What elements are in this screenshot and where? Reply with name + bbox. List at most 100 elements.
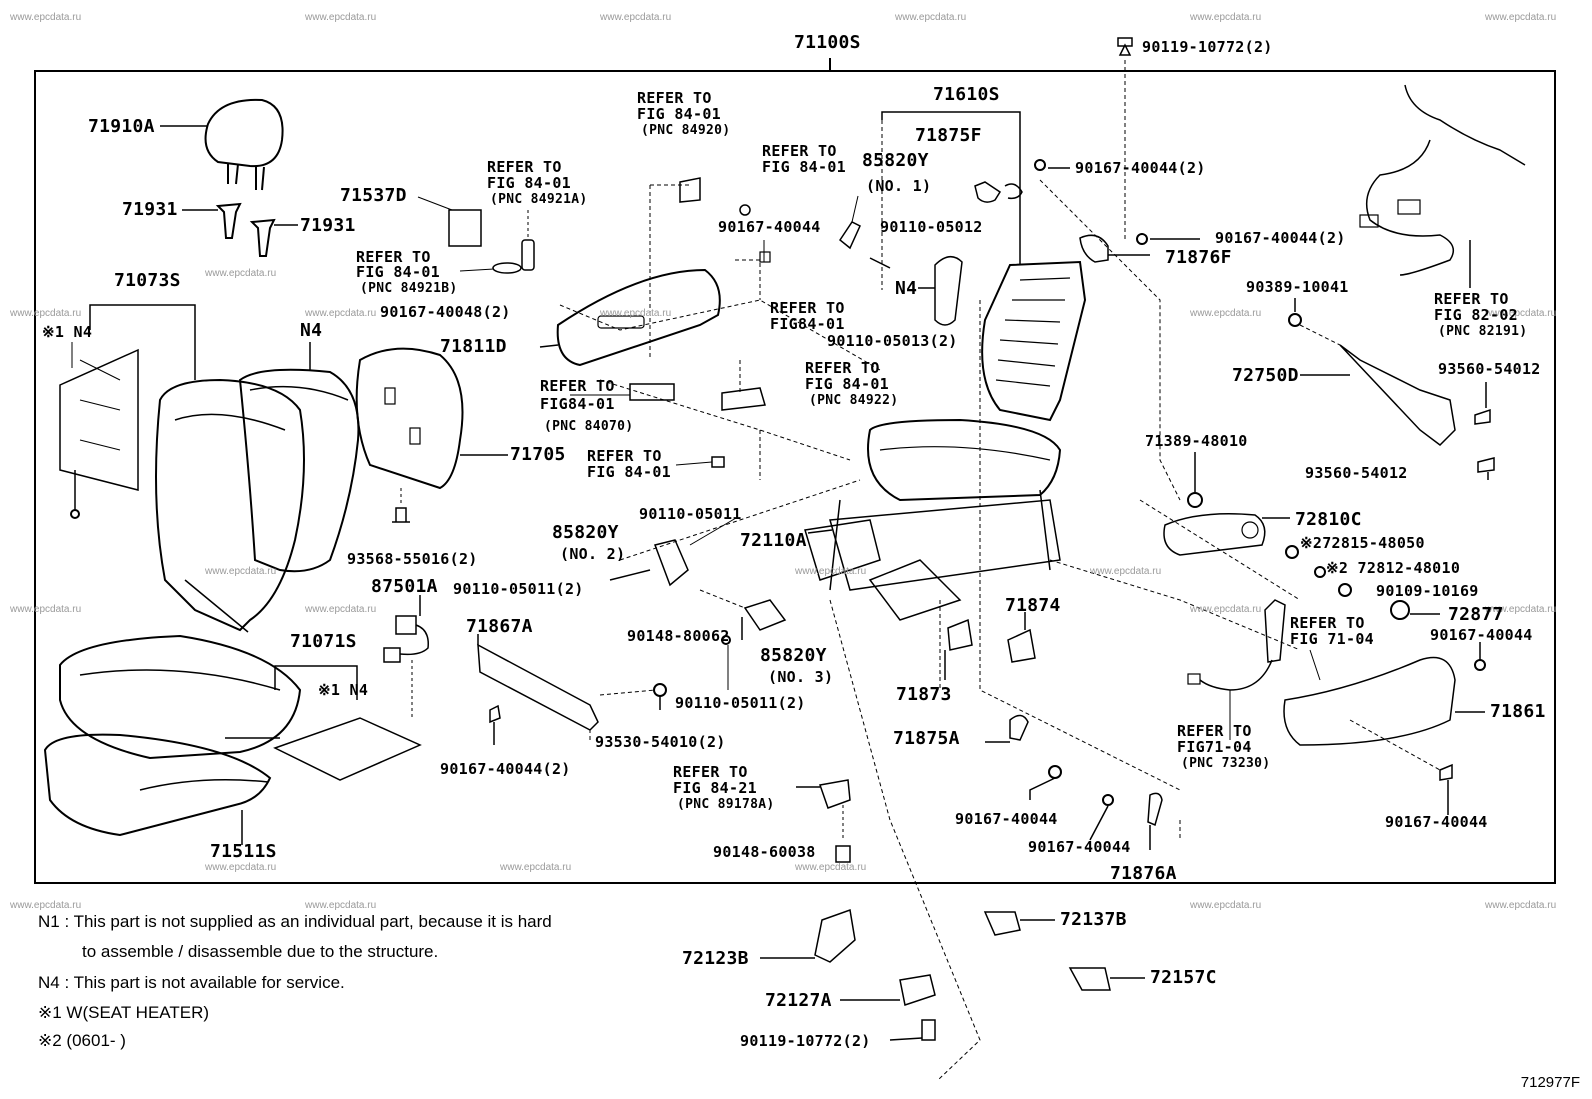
watermark: www.epcdata.ru xyxy=(305,12,377,23)
part-label-90148-60038: 90148-60038 xyxy=(713,843,816,861)
part-label-72123B: 72123B xyxy=(682,948,749,969)
part-label-no1: (NO. 1) xyxy=(866,177,932,195)
part-label-72750D: 72750D xyxy=(1232,365,1299,386)
refer-label: (PNC 84922) xyxy=(809,393,899,408)
refer-label: (PNC 73230) xyxy=(1181,756,1271,771)
part-label-s1-n4-cushion: ※1 N4 xyxy=(318,681,369,699)
part-label-71537D: 71537D xyxy=(340,185,407,206)
part-label-71073S: 71073S xyxy=(114,270,181,291)
watermark: www.epcdata.ru xyxy=(795,566,867,577)
watermark: www.epcdata.ru xyxy=(500,862,572,873)
part-label-71910A: 71910A xyxy=(88,116,155,137)
part-label-90167-40044-b1: 90167-40044 xyxy=(955,810,1058,828)
part-label-71071S: 71071S xyxy=(290,631,357,652)
part-label-72810C: 72810C xyxy=(1295,509,1362,530)
part-label-71876A: 71876A xyxy=(1110,863,1177,884)
part-label-71867A: 71867A xyxy=(466,616,533,637)
refer-label: FIG 84-01 xyxy=(762,158,846,176)
part-label-72127A: 72127A xyxy=(765,990,832,1011)
part-label-71931-a: 71931 xyxy=(122,199,178,220)
part-label-90109-10169: 90109-10169 xyxy=(1376,582,1479,600)
refer-label: FIG 82-02 xyxy=(1434,306,1518,324)
watermark: www.epcdata.ru xyxy=(305,900,377,911)
part-label-71874: 71874 xyxy=(1005,595,1061,616)
watermark: www.epcdata.ru xyxy=(10,604,82,615)
part-label-90167-40044-b2: 90167-40044 xyxy=(1028,838,1131,856)
refer-label: REFER TO xyxy=(637,89,712,107)
part-label-71705: 71705 xyxy=(510,444,566,465)
part-label-no2: (NO. 2) xyxy=(560,545,626,563)
refer-label: REFER TO xyxy=(587,447,662,465)
watermark: www.epcdata.ru xyxy=(1190,12,1262,23)
watermark: www.epcdata.ru xyxy=(1485,604,1557,615)
refer-label: FIG71-04 xyxy=(1177,738,1252,756)
note-n1-line2: to assemble / disassemble due to the str… xyxy=(82,942,439,961)
part-label-85820Y-1: 85820Y xyxy=(862,150,929,171)
refer-label: FIG 84-01 xyxy=(356,263,440,281)
refer-label: REFER TO xyxy=(487,158,562,176)
part-label-93530-54010: 93530-54010(2) xyxy=(595,733,726,751)
refer-label: REFER TO xyxy=(356,248,431,266)
part-label-n4: N4 xyxy=(300,320,323,341)
heater-connector xyxy=(383,595,429,720)
refer-label: (PNC 82191) xyxy=(1438,324,1528,339)
part-label-s1-n4-back: ※1 N4 xyxy=(42,323,93,341)
seatback-cover xyxy=(155,378,305,633)
part-label-90389-10041: 90389-10041 xyxy=(1246,278,1349,296)
watermark: www.epcdata.ru xyxy=(600,308,672,319)
watermark: www.epcdata.ru xyxy=(10,12,82,23)
part-label-87501A: 87501A xyxy=(371,576,438,597)
watermark: www.epcdata.ru xyxy=(205,268,277,279)
part-label-90167-40044-2b: 90167-40044(2) xyxy=(1215,229,1346,247)
refer-label: (PNC 84920) xyxy=(641,123,731,138)
watermark: www.epcdata.ru xyxy=(1485,12,1557,23)
part-label-72815-48050: ※272815-48050 xyxy=(1300,534,1425,552)
part-label-71610S: 71610S xyxy=(933,84,1000,105)
refer-label: FIG 84-01 xyxy=(637,105,721,123)
watermark: www.epcdata.ru xyxy=(1485,308,1557,319)
part-label-90167-40044-2c: 90167-40044(2) xyxy=(440,760,571,778)
refer-label: REFER TO xyxy=(770,299,845,317)
watermark: www.epcdata.ru xyxy=(10,900,82,911)
part-label-71511S: 71511S xyxy=(210,841,277,862)
part-label-71931-b: 71931 xyxy=(300,215,356,236)
figure-code: 712977F xyxy=(1520,1074,1580,1091)
refer-label: (PNC 84921A) xyxy=(490,192,588,207)
part-label-71389-48010: 71389-48010 xyxy=(1145,432,1248,450)
part-label-71876F: 71876F xyxy=(1165,247,1232,268)
part-label-72877: 72877 xyxy=(1448,604,1504,625)
note-n1-line1: N1 : This part is not supplied as an ind… xyxy=(38,912,552,931)
part-label-72110A: 72110A xyxy=(740,530,807,551)
refer-label: REFER TO xyxy=(1177,722,1252,740)
seat-frame xyxy=(829,111,1087,591)
refer-label: REFER TO xyxy=(540,377,615,395)
headrest-guides xyxy=(182,202,298,257)
refer-label: REFER TO xyxy=(673,763,748,781)
refer-label: FIG 84-21 xyxy=(673,779,757,797)
cushion-cover xyxy=(59,634,302,760)
part-label-n4-module: N4 xyxy=(895,278,918,299)
refer-label: REFER TO xyxy=(805,359,880,377)
watermark: www.epcdata.ru xyxy=(795,862,867,873)
part-label-90167-40044-r2: 90167-40044 xyxy=(1385,813,1488,831)
refer-label: FIG 84-01 xyxy=(805,375,889,393)
part-label-no3: (NO. 3) xyxy=(768,668,834,686)
watermark: www.epcdata.ru xyxy=(205,566,277,577)
seatback-pad xyxy=(238,368,360,573)
refer-label: FIG 84-01 xyxy=(487,174,571,192)
heater-mat-back xyxy=(59,348,139,519)
part-label-90110-05011-c: 90110-05011(2) xyxy=(675,694,806,712)
part-label-71873: 71873 xyxy=(896,684,952,705)
part-label-93560-54012-b: 93560-54012 xyxy=(1305,464,1408,482)
watermark: www.epcdata.ru xyxy=(10,308,82,319)
part-label-72157C: 72157C xyxy=(1150,967,1217,988)
watermark: www.epcdata.ru xyxy=(1090,566,1162,577)
part-label-90110-05011-b: 90110-05011(2) xyxy=(453,580,584,598)
watermark: www.epcdata.ru xyxy=(1190,604,1262,615)
refer-label: REFER TO xyxy=(762,142,837,160)
watermark: www.epcdata.ru xyxy=(895,12,967,23)
part-label-71811D: 71811D xyxy=(440,336,507,357)
seatback-board xyxy=(355,347,508,490)
cushion-pad xyxy=(43,733,272,845)
